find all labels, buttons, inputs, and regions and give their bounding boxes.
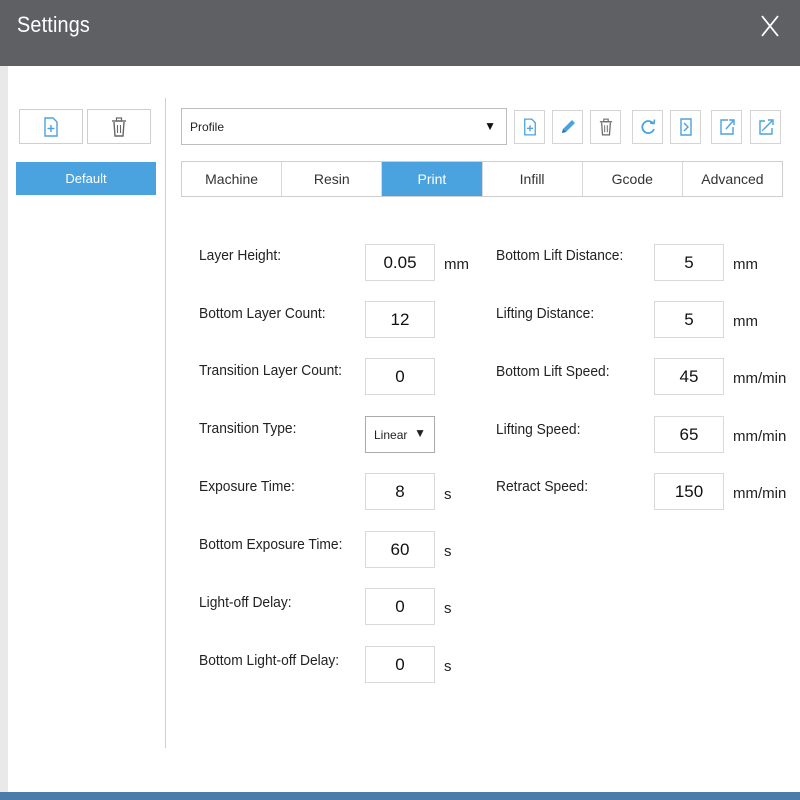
transition-layer-count-label: Transition Layer Count: xyxy=(199,362,342,379)
export-profile-button[interactable] xyxy=(711,110,742,144)
window-edge xyxy=(0,66,8,792)
reset-profile-button[interactable] xyxy=(632,110,663,144)
profile-list-item-label: Default xyxy=(65,171,107,186)
bottom-exposure-time-input[interactable] xyxy=(365,531,435,568)
lifting-distance-input[interactable] xyxy=(654,301,724,338)
bottom-lift-speed-input[interactable] xyxy=(654,358,724,395)
layer-height-label: Layer Height: xyxy=(199,247,282,264)
window-title: Settings xyxy=(17,12,90,37)
add-profile-button[interactable] xyxy=(19,109,83,144)
bottom-lift-distance-label: Bottom Lift Distance: xyxy=(496,247,624,264)
settings-tabs: Machine Resin Print Infill Gcode Advance… xyxy=(181,161,783,197)
exposure-time-unit: s xyxy=(444,486,452,503)
tab-resin[interactable]: Resin xyxy=(282,162,383,196)
chevron-down-icon: ▼ xyxy=(484,119,496,133)
edit-pencil-icon xyxy=(561,120,575,133)
light-off-delay-label: Light-off Delay: xyxy=(199,594,292,611)
lifting-speed-input[interactable] xyxy=(654,416,724,453)
close-icon xyxy=(761,15,779,37)
import-icon xyxy=(679,118,692,136)
tab-machine[interactable]: Machine xyxy=(182,162,283,196)
add-file-icon xyxy=(523,118,536,136)
new-profile-button[interactable] xyxy=(514,110,545,144)
panel-divider xyxy=(165,98,166,748)
profile-list-item-default[interactable]: Default xyxy=(16,162,156,195)
retract-speed-unit: mm/min xyxy=(733,485,787,502)
taskbar-strip xyxy=(0,792,800,800)
bottom-light-off-delay-unit: s xyxy=(444,658,452,675)
trash-icon xyxy=(599,118,612,136)
delete-button[interactable] xyxy=(590,110,621,144)
lifting-distance-label: Lifting Distance: xyxy=(496,305,595,322)
chevron-down-icon: ▼ xyxy=(414,426,426,440)
layer-height-unit: mm xyxy=(444,256,469,273)
close-button[interactable] xyxy=(754,10,786,42)
tab-infill[interactable]: Infill xyxy=(482,162,583,196)
bottom-exposure-time-label: Bottom Exposure Time: xyxy=(199,536,343,553)
lifting-speed-label: Lifting Speed: xyxy=(496,421,581,438)
tab-print[interactable]: Print xyxy=(382,162,483,196)
export-all-icon xyxy=(758,119,774,135)
layer-height-input[interactable] xyxy=(365,244,435,281)
transition-type-label: Transition Type: xyxy=(199,420,297,437)
rename-profile-button[interactable] xyxy=(552,110,583,144)
bottom-lift-speed-label: Bottom Lift Speed: xyxy=(496,363,610,380)
lifting-distance-unit: mm xyxy=(733,313,758,330)
exposure-time-input[interactable] xyxy=(365,473,435,510)
transition-type-select[interactable]: Linear ▼ xyxy=(365,416,435,453)
tab-advanced[interactable]: Advanced xyxy=(682,162,783,196)
export-icon xyxy=(719,119,735,135)
transition-layer-count-input[interactable] xyxy=(365,358,435,395)
bottom-lift-distance-unit: mm xyxy=(733,256,758,273)
bottom-light-off-delay-input[interactable] xyxy=(365,646,435,683)
export-all-button[interactable] xyxy=(750,110,781,144)
bottom-layer-count-label: Bottom Layer Count: xyxy=(199,305,326,322)
trash-icon xyxy=(112,116,126,137)
retract-speed-label: Retract Speed: xyxy=(496,478,589,495)
bottom-lift-speed-unit: mm/min xyxy=(733,370,787,387)
lifting-speed-unit: mm/min xyxy=(733,428,787,445)
light-off-delay-unit: s xyxy=(444,600,452,617)
delete-profile-button[interactable] xyxy=(87,109,151,144)
import-profile-button[interactable] xyxy=(670,110,701,144)
add-file-icon xyxy=(44,116,58,137)
profile-dropdown[interactable]: Profile ▼ xyxy=(181,108,507,145)
bottom-exposure-time-unit: s xyxy=(444,543,452,560)
exposure-time-label: Exposure Time: xyxy=(199,478,295,495)
transition-type-value: Linear xyxy=(374,428,408,442)
light-off-delay-input[interactable] xyxy=(365,588,435,625)
bottom-layer-count-input[interactable] xyxy=(365,301,435,338)
tab-gcode[interactable]: Gcode xyxy=(582,162,683,196)
refresh-icon xyxy=(640,119,655,134)
bottom-light-off-delay-label: Bottom Light-off Delay: xyxy=(199,652,340,669)
profile-dropdown-value: Profile xyxy=(190,120,225,134)
title-bar: Settings xyxy=(0,0,800,66)
bottom-lift-distance-input[interactable] xyxy=(654,244,724,281)
retract-speed-input[interactable] xyxy=(654,473,724,510)
